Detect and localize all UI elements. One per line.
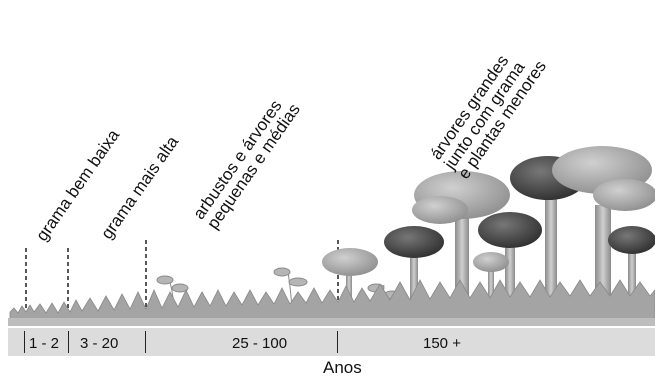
axis-title: Anos: [323, 358, 362, 377]
timeline-segment-4: 150 +: [423, 335, 461, 352]
timeline-segment-2: 3 - 20: [80, 335, 119, 352]
timeline-segment-3: 25 - 100: [232, 335, 288, 352]
ground-strip: [8, 318, 655, 326]
forest-trees: [322, 146, 655, 325]
timeline-separator-2: [68, 331, 69, 353]
grass-ground: [9, 279, 655, 323]
timeline-separator-4: [337, 331, 338, 353]
timeline-segment-1: 1 - 2: [29, 335, 60, 352]
timeline-bar: [8, 328, 655, 356]
timeline-separator-1: [24, 331, 25, 353]
timeline-separator-3: [145, 331, 146, 353]
